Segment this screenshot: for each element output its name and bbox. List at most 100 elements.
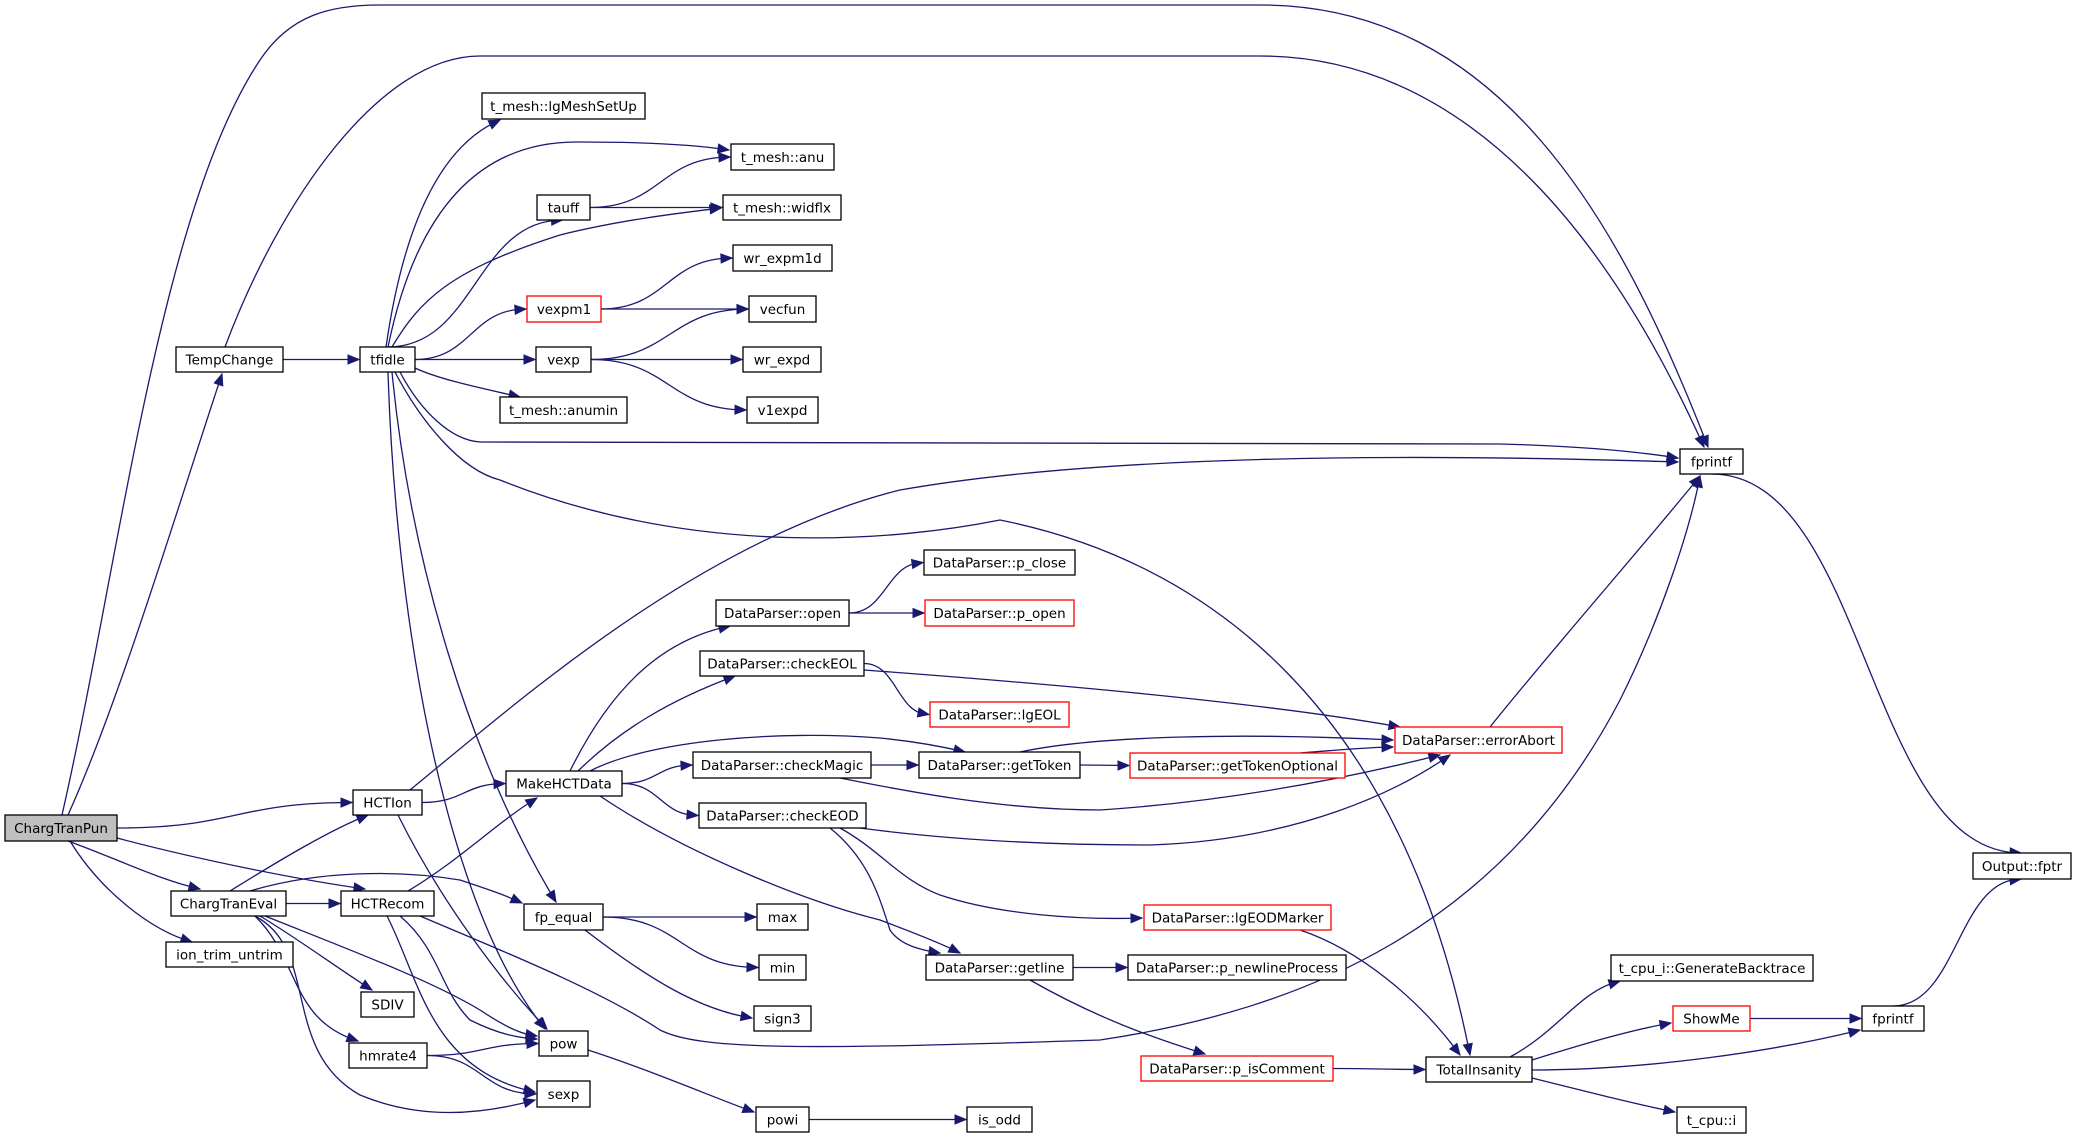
node-anumin[interactable]: t_mesh::anumin (499, 396, 628, 424)
node-box[interactable] (481, 92, 646, 120)
node-wr_expm1d[interactable]: wr_expm1d (732, 244, 833, 272)
node-box[interactable] (348, 1042, 428, 1069)
node-box[interactable] (1676, 1106, 1747, 1134)
node-checkEOL[interactable]: DataParser::checkEOL (699, 650, 865, 677)
node-box[interactable] (742, 346, 822, 373)
node-box[interactable] (753, 1005, 812, 1032)
node-tfidle[interactable]: tfidle (359, 346, 416, 373)
node-t_cpu_i[interactable]: t_cpu::i (1676, 1106, 1747, 1134)
node-ShowMe[interactable]: ShowMe (1672, 1005, 1751, 1032)
node-hmrate4[interactable]: hmrate4 (348, 1042, 428, 1069)
node-box[interactable] (1127, 954, 1347, 981)
node-fptr[interactable]: Output::fptr (1972, 852, 2072, 880)
node-p_newlineProcess[interactable]: DataParser::p_newlineProcess (1127, 954, 1347, 981)
node-box[interactable] (1425, 1056, 1533, 1083)
node-box[interactable] (755, 1106, 810, 1133)
node-getToken[interactable]: DataParser::getToken (918, 751, 1081, 779)
node-box[interactable] (359, 346, 416, 373)
node-box[interactable] (175, 346, 284, 373)
node-box[interactable] (1143, 904, 1332, 931)
node-box[interactable] (929, 701, 1070, 728)
node-lgMeshSetUp[interactable]: t_mesh::lgMeshSetUp (481, 92, 646, 120)
node-wr_expd[interactable]: wr_expd (742, 346, 822, 373)
node-p_close[interactable]: DataParser::p_close (923, 549, 1076, 576)
node-max[interactable]: max (756, 903, 809, 931)
node-MakeHCTData[interactable]: MakeHCTData (505, 770, 623, 797)
node-TempChange[interactable]: TempChange (175, 346, 284, 373)
node-powi[interactable]: powi (755, 1106, 810, 1133)
node-box[interactable] (170, 890, 287, 917)
node-min[interactable]: min (758, 954, 807, 981)
node-box[interactable] (165, 941, 294, 968)
node-box[interactable] (340, 890, 435, 917)
node-box[interactable] (924, 599, 1075, 627)
node-box[interactable] (1972, 852, 2072, 880)
node-HCTRecom[interactable]: HCTRecom (340, 890, 435, 917)
node-v1expd[interactable]: v1expd (746, 396, 819, 424)
node-p_open[interactable]: DataParser::p_open (924, 599, 1075, 627)
node-errorAbort[interactable]: DataParser::errorAbort (1394, 726, 1563, 754)
node-SDIV[interactable]: SDIV (360, 991, 415, 1018)
node-box[interactable] (692, 751, 872, 779)
node-box[interactable] (730, 143, 835, 171)
node-box[interactable] (536, 1080, 591, 1108)
node-box[interactable] (360, 991, 415, 1018)
node-box[interactable] (966, 1106, 1033, 1133)
node-box[interactable] (536, 194, 591, 221)
node-box[interactable] (352, 789, 423, 816)
node-fprintf2[interactable]: fprintf (1861, 1005, 1925, 1032)
node-HCTIon[interactable]: HCTIon (352, 789, 423, 816)
node-sexp[interactable]: sexp (536, 1080, 591, 1108)
node-vexp[interactable]: vexp (535, 346, 592, 373)
node-box[interactable] (925, 954, 1074, 981)
node-box[interactable] (923, 549, 1076, 576)
node-box[interactable] (699, 650, 865, 677)
node-box[interactable] (499, 396, 628, 424)
node-pow[interactable]: pow (538, 1030, 589, 1057)
node-box[interactable] (715, 599, 850, 627)
node-sign3[interactable]: sign3 (753, 1005, 812, 1032)
node-ChargTranPun[interactable]: ChargTranPun (4, 814, 118, 842)
node-tauff[interactable]: tauff (536, 194, 591, 221)
node-box[interactable] (505, 770, 623, 797)
node-box[interactable] (732, 244, 833, 272)
node-checkEOD[interactable]: DataParser::checkEOD (698, 802, 867, 829)
node-fprintf1[interactable]: fprintf (1679, 448, 1744, 475)
node-box[interactable] (523, 903, 604, 931)
node-checkMagic[interactable]: DataParser::checkMagic (692, 751, 872, 779)
node-box[interactable] (748, 295, 817, 323)
node-p_isComment[interactable]: DataParser::p_isComment (1140, 1055, 1334, 1082)
node-box[interactable] (1140, 1055, 1334, 1082)
node-vecfun[interactable]: vecfun (748, 295, 817, 323)
node-box[interactable] (1610, 954, 1814, 982)
node-vexpm1[interactable]: vexpm1 (526, 295, 602, 323)
node-box[interactable] (1129, 752, 1346, 779)
node-getline[interactable]: DataParser::getline (925, 954, 1074, 981)
node-GenerateBacktrace[interactable]: t_cpu_i::GenerateBacktrace (1610, 954, 1814, 982)
node-ion_trim_untrim[interactable]: ion_trim_untrim (165, 941, 294, 968)
node-box[interactable] (1679, 448, 1744, 475)
node-widflx[interactable]: t_mesh::widflx (722, 194, 842, 221)
node-box[interactable] (756, 903, 809, 931)
node-lgEODMarker[interactable]: DataParser::lgEODMarker (1143, 904, 1332, 931)
node-box[interactable] (4, 814, 118, 842)
node-box[interactable] (746, 396, 819, 424)
node-box[interactable] (1394, 726, 1563, 754)
node-getTokenOptional[interactable]: DataParser::getTokenOptional (1129, 752, 1346, 779)
node-is_odd[interactable]: is_odd (966, 1106, 1033, 1133)
node-box[interactable] (918, 751, 1081, 779)
node-box[interactable] (526, 295, 602, 323)
node-box[interactable] (722, 194, 842, 221)
node-box[interactable] (535, 346, 592, 373)
node-open[interactable]: DataParser::open (715, 599, 850, 627)
node-ChargTranEval[interactable]: ChargTranEval (170, 890, 287, 917)
node-anu[interactable]: t_mesh::anu (730, 143, 835, 171)
node-TotalInsanity[interactable]: TotalInsanity (1425, 1056, 1533, 1083)
node-box[interactable] (698, 802, 867, 829)
node-box[interactable] (1672, 1005, 1751, 1032)
node-box[interactable] (758, 954, 807, 981)
node-box[interactable] (538, 1030, 589, 1057)
node-fp_equal[interactable]: fp_equal (523, 903, 604, 931)
node-lgEOL[interactable]: DataParser::lgEOL (929, 701, 1070, 728)
node-box[interactable] (1861, 1005, 1925, 1032)
